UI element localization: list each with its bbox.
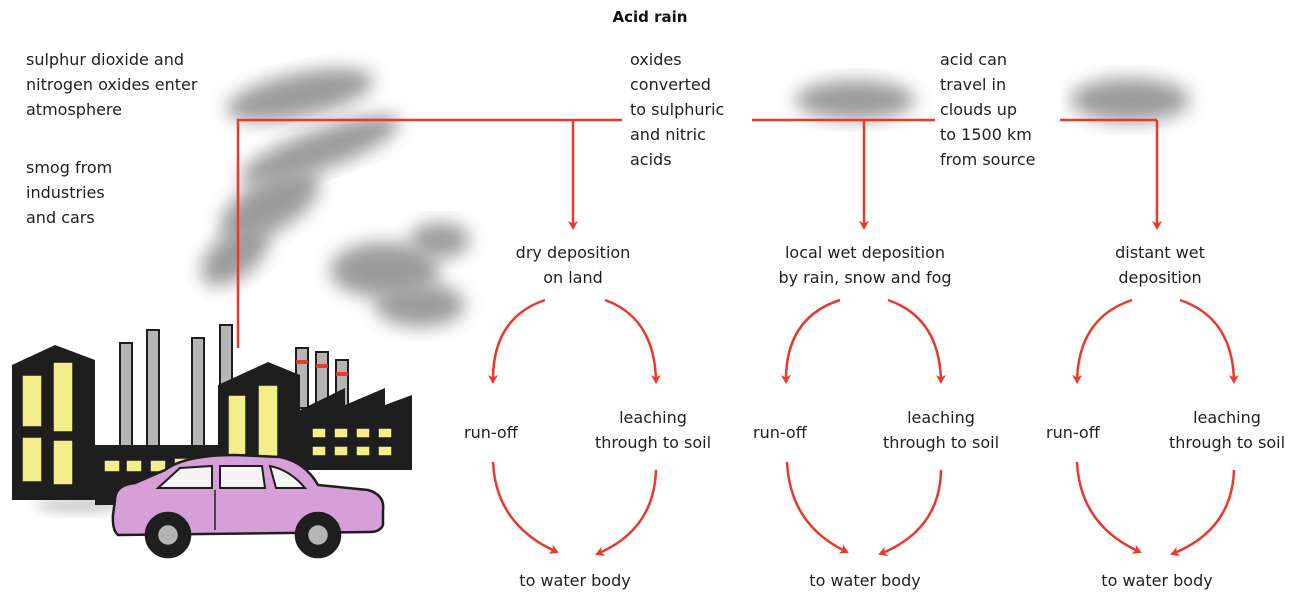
car-illustration — [111, 453, 385, 559]
conversion-note: oxides converted to sulphuric and nitric… — [630, 47, 750, 172]
branch-1-deposition: dry deposition on land — [515, 243, 631, 287]
factory-illustration — [12, 324, 412, 505]
travel-note: acid can travel in clouds up to 1500 km … — [940, 47, 1060, 172]
transport-arrows — [236, 118, 1162, 348]
branch-3-arrow-leaching — [1179, 298, 1239, 384]
branch-2-deposition: local wet deposition by rain, snow and f… — [778, 243, 952, 287]
branch-1-water: to water body — [519, 571, 631, 590]
branch-2-runoff: run-off — [753, 423, 807, 442]
branch-1-arrow-runoff-water — [491, 461, 559, 554]
branch-1-arrow-leaching — [604, 298, 661, 384]
diagram-title: Acid rain — [612, 8, 688, 26]
branch-2-arrow-leaching — [887, 298, 946, 384]
smoke-plumes — [35, 68, 1190, 513]
branch-3-water: to water body — [1101, 571, 1213, 590]
branch-3-arrow-runoff — [1072, 298, 1133, 384]
branch-3-runoff: run-off — [1046, 423, 1100, 442]
branch-1-arrow-runoff — [487, 298, 546, 384]
branch-3-arrow-runoff-water — [1075, 461, 1142, 554]
branch-2-leaching: leaching through to soil — [882, 408, 1000, 452]
emission-note: sulphur dioxide and nitrogen oxides ente… — [26, 50, 198, 119]
branch-1-leaching: leaching through to soil — [594, 408, 712, 452]
transport-line-segment-1 — [236, 118, 622, 348]
branch-2-arrow-runoff-water — [785, 461, 849, 554]
branch-3-deposition: distant wet deposition — [1115, 243, 1205, 287]
branch-3-arrow-leaching-water — [1170, 469, 1236, 557]
branch-2-arrow-runoff — [780, 298, 841, 384]
branch-2-arrow-leaching-water — [878, 469, 943, 557]
branch-2-water: to water body — [809, 571, 921, 590]
branch-3-leaching: leaching through to soil — [1168, 408, 1286, 452]
smog-note: smog from industries and cars — [26, 158, 113, 227]
branch-1-runoff: run-off — [464, 423, 518, 442]
branch-1-arrow-leaching-water — [595, 469, 658, 556]
branch-loops — [487, 298, 1239, 557]
